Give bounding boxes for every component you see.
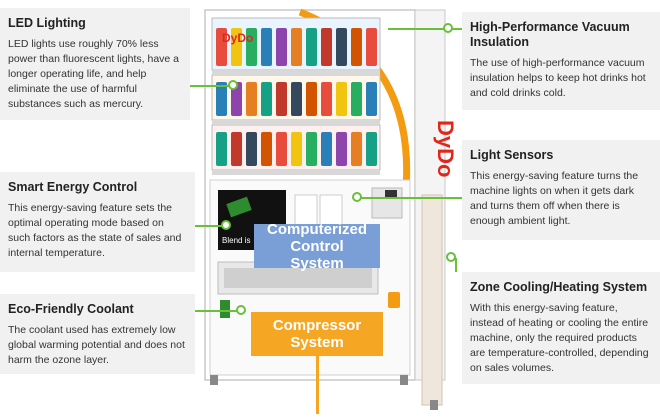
product-bottle: [291, 28, 302, 66]
product-bottle: [246, 82, 257, 116]
callout-line-coolant: [195, 310, 237, 312]
callout-line-smart: [195, 225, 223, 227]
callout-line-vacuum: [388, 28, 462, 30]
product-bottle: [216, 132, 227, 166]
panel-title: Smart Energy Control: [8, 180, 138, 194]
product-bottle: [261, 28, 272, 66]
foot-left: [210, 375, 218, 385]
product-bottle: [306, 28, 317, 66]
pickup-slot: [224, 268, 372, 288]
panel-text: LED lights use roughly 70% less power th…: [8, 38, 180, 110]
callout-dot-smart: [221, 220, 231, 230]
button-strip-3: [212, 170, 380, 175]
panel-text: The coolant used has extremely low globa…: [8, 324, 185, 366]
panel-title: High-Performance Vacuum Insulation: [470, 20, 630, 49]
side-panel: [421, 194, 443, 406]
panel-text: This energy-saving feature turns the mac…: [470, 170, 639, 227]
panel-vacuum-insulation: High-Performance Vacuum Insulation The u…: [462, 12, 660, 110]
product-bottle: [276, 28, 287, 66]
product-bottle: [276, 132, 287, 166]
panel-text: This energy-saving feature sets the opti…: [8, 202, 182, 259]
coin-return-lever: [388, 292, 400, 308]
panel-text: With this energy-saving feature, instead…: [470, 302, 649, 374]
product-bottle: [351, 132, 362, 166]
panel-title: Zone Cooling/Heating System: [470, 280, 648, 294]
product-bottle: [336, 82, 347, 116]
coin-slot: [385, 190, 397, 198]
panel-led-lighting: LED Lighting LED lights use roughly 70% …: [0, 8, 190, 120]
product-bottles: [216, 28, 377, 166]
product-bottle: [246, 28, 257, 66]
callout-line-zone: [455, 258, 457, 272]
product-bottle: [231, 82, 242, 116]
panel-smart-energy: Smart Energy Control This energy-saving …: [0, 172, 195, 272]
callout-dot-vacuum: [443, 23, 453, 33]
callout-dot-coolant: [236, 305, 246, 315]
product-bottle: [366, 28, 377, 66]
computerized-control-label: Computerized Control System: [254, 221, 380, 272]
compressor-system-text: Compressor System: [272, 317, 362, 351]
product-bottle: [276, 82, 287, 116]
product-bottle: [291, 132, 302, 166]
panel-text: The use of high-performance vacuum insul…: [470, 57, 646, 99]
callout-dot-light: [352, 192, 362, 202]
eco-sticker: [220, 300, 230, 318]
ad-screen-text: Blend is: [222, 236, 250, 245]
foot-side: [430, 400, 438, 410]
panel-zone-cooling: Zone Cooling/Heating System With this en…: [462, 272, 660, 384]
product-bottle: [336, 132, 347, 166]
panel-title: LED Lighting: [8, 16, 86, 30]
product-bottle: [321, 132, 332, 166]
compressor-system-label: Compressor System: [251, 312, 383, 356]
product-bottle: [246, 132, 257, 166]
panel-eco-coolant: Eco-Friendly Coolant The coolant used ha…: [0, 294, 195, 374]
product-bottle: [306, 82, 317, 116]
side-brand-text: DyDo: [433, 120, 458, 177]
product-bottle: [216, 82, 227, 116]
button-strip-2: [212, 120, 380, 125]
product-bottle: [306, 132, 317, 166]
callout-line-led: [190, 85, 230, 87]
product-bottle: [291, 82, 302, 116]
callout-line-light: [360, 197, 462, 199]
product-bottle: [216, 28, 227, 66]
callout-dot-zone: [446, 252, 456, 262]
product-bottle: [321, 82, 332, 116]
compressor-pointer-line: [316, 356, 319, 414]
panel-title: Eco-Friendly Coolant: [8, 302, 134, 316]
button-strip-1: [212, 70, 380, 75]
product-bottle: [261, 82, 272, 116]
product-bottle: [336, 28, 347, 66]
computerized-control-text: Computerized Control System: [266, 220, 367, 272]
callout-dot-led: [228, 80, 238, 90]
ad-product: [226, 196, 252, 218]
panel-title: Light Sensors: [470, 148, 554, 162]
product-bottle: [261, 132, 272, 166]
product-bottle: [366, 132, 377, 166]
product-bottle: [351, 82, 362, 116]
product-bottle: [366, 82, 377, 116]
product-bottle: [231, 28, 242, 66]
panel-light-sensors: Light Sensors This energy-saving feature…: [462, 140, 660, 240]
top-brand-logo: DyDo: [222, 31, 253, 45]
product-bottle: [321, 28, 332, 66]
product-bottle: [351, 28, 362, 66]
foot-right: [400, 375, 408, 385]
product-bottle: [231, 132, 242, 166]
